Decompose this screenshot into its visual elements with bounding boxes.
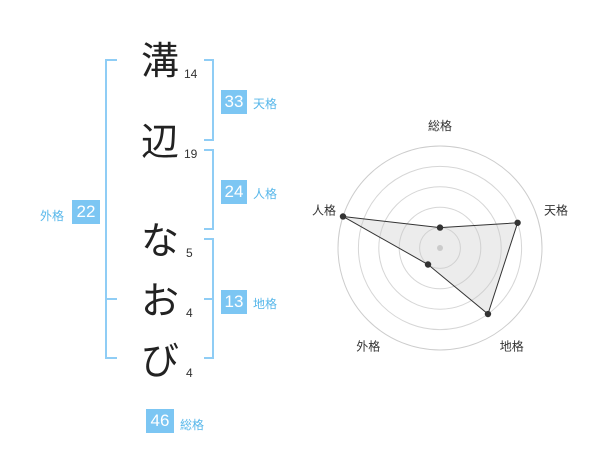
stroke-count-4: 4	[186, 306, 193, 320]
radar-axis-label-4: 外格	[356, 339, 380, 354]
name-char-2: 辺	[141, 120, 180, 164]
stroke-count-5: 4	[186, 366, 193, 380]
stroke-count-1: 14	[184, 67, 198, 81]
stroke-count-2: 19	[184, 147, 198, 161]
radar-axis-label-2: 天格	[544, 202, 568, 217]
radar-ring-4	[357, 165, 523, 331]
jinkaku-bracket	[204, 149, 214, 230]
radar-point-4	[424, 261, 432, 268]
radar-center	[437, 245, 443, 251]
radar-point-2	[514, 219, 521, 226]
chikaku-value: 13	[221, 290, 247, 314]
gaikaku-label: 外格	[40, 209, 65, 223]
radar-point-3	[484, 310, 492, 318]
stroke-count-3: 5	[186, 246, 193, 260]
radar-point-1	[436, 224, 444, 231]
radar-axis-label-1: 総格	[428, 118, 452, 133]
tenkaku-value: 33	[221, 90, 247, 114]
soukaku-label: 総格	[180, 418, 205, 432]
chikaku-label: 地格	[253, 297, 278, 311]
gaikaku-value: 22	[72, 200, 100, 224]
radar-ring-3	[378, 186, 502, 310]
radar-point-5	[339, 213, 347, 220]
name-char-5: び	[141, 339, 180, 383]
jinkaku-label: 人格	[253, 187, 278, 201]
name-char-1: 溝	[141, 39, 180, 83]
name-char-4: お	[141, 279, 180, 323]
soukaku-value: 46	[146, 409, 174, 433]
radar-axis-label-3: 地格	[500, 339, 524, 354]
jinkaku-value: 24	[221, 180, 247, 204]
tenkaku-bracket	[204, 59, 214, 141]
gaikaku-bracket	[105, 59, 117, 359]
tenkaku-label: 天格	[253, 97, 278, 111]
name-char-3: な	[141, 219, 180, 263]
radar-axis-label-5: 人格	[312, 202, 336, 217]
